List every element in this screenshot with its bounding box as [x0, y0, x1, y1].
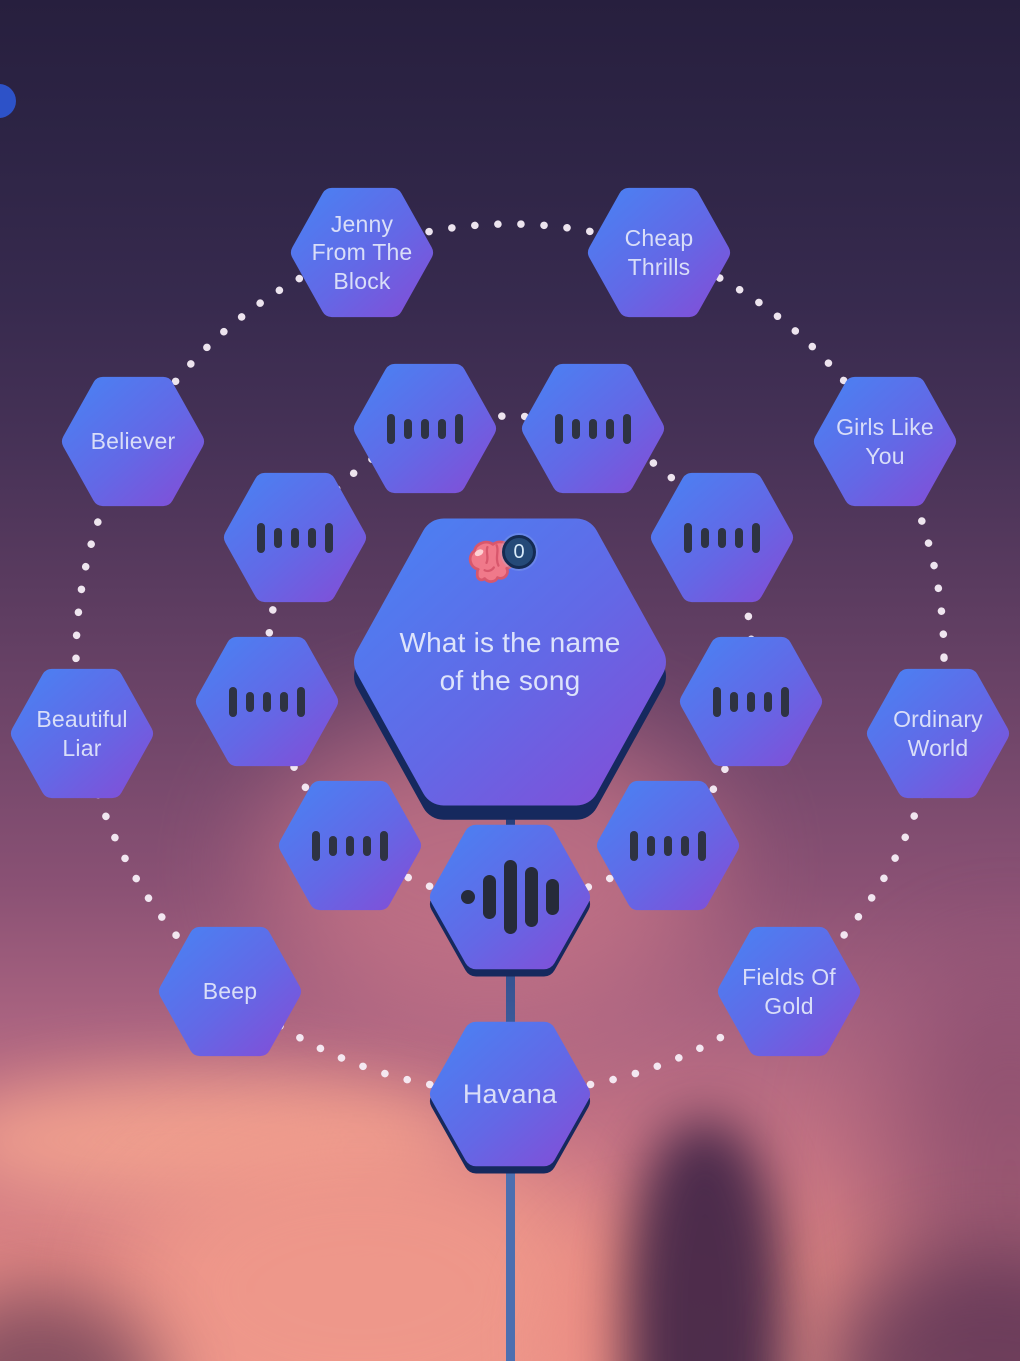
audio-bars-icon [522, 365, 664, 492]
answer-hex-beautiful-liar[interactable]: Beautiful Liar [11, 668, 153, 799]
answer-label: Believer [90, 428, 176, 455]
audio-bars-icon [680, 638, 822, 765]
score-indicator: 0 [466, 535, 546, 587]
answer-label: Jenny From The Block [311, 211, 413, 294]
answer-hex-ordinary-world[interactable]: Ordinary World [867, 668, 1009, 799]
hidden-track-hex-7[interactable] [279, 780, 421, 911]
audio-bars-icon [354, 365, 496, 492]
answer-hex-fields-of-gold[interactable]: Fields Of Gold [718, 926, 860, 1057]
audio-bars-icon [196, 638, 338, 765]
answer-label: Girls Like You [836, 414, 934, 469]
audio-bars-icon [597, 782, 739, 909]
hidden-track-hex-1[interactable] [354, 363, 496, 494]
answer-label: Ordinary World [893, 706, 983, 761]
answer-hex-beep[interactable]: Beep [159, 926, 301, 1057]
hidden-track-hex-2[interactable] [522, 363, 664, 494]
answer-hex-jenny-from-the-block[interactable]: Jenny From The Block [291, 187, 433, 318]
answer-label: Beep [202, 978, 258, 1005]
answer-hex-havana[interactable]: Havana [430, 1021, 590, 1174]
question-hex: What is the name of the song 0 [354, 518, 666, 820]
answer-label: Cheap Thrills [624, 225, 694, 280]
answer-label: Havana [462, 1078, 558, 1109]
hidden-track-hex-6[interactable] [680, 636, 822, 767]
hidden-track-hex-3[interactable] [224, 472, 366, 603]
answer-hex-girls-like-you[interactable]: Girls Like You [814, 376, 956, 507]
answer-hex-cheap-thrills[interactable]: Cheap Thrills [588, 187, 730, 318]
edge-button-partial[interactable] [0, 84, 16, 118]
audio-bars-icon [279, 782, 421, 909]
answer-label: Fields Of Gold [742, 964, 836, 1019]
question-text: What is the name of the song [399, 627, 621, 696]
voice-waveform-icon [430, 826, 590, 968]
answer-label: Beautiful Liar [36, 706, 128, 761]
audio-bars-icon [651, 474, 793, 601]
answer-hex-believer[interactable]: Believer [62, 376, 204, 507]
hidden-track-hex-5[interactable] [196, 636, 338, 767]
play-track-button[interactable] [430, 824, 590, 977]
hidden-track-hex-4[interactable] [651, 472, 793, 603]
score-badge: 0 [502, 535, 536, 569]
audio-bars-icon [224, 474, 366, 601]
hidden-track-hex-8[interactable] [597, 780, 739, 911]
